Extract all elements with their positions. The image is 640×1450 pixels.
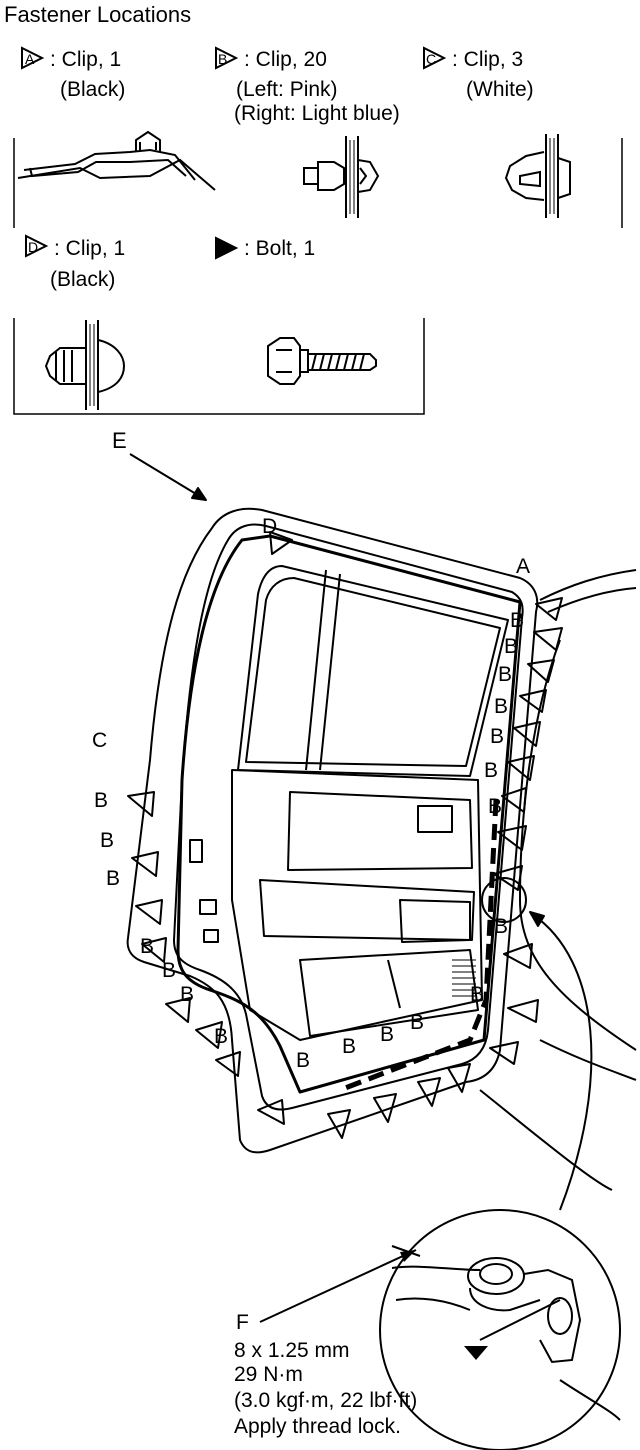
callout-b-6: B bbox=[180, 983, 195, 1006]
callout-c: C bbox=[92, 729, 108, 752]
clip-markers bbox=[127, 531, 563, 1139]
callout-b-16: B bbox=[490, 725, 505, 748]
callout-b-19: B bbox=[494, 915, 509, 938]
clip-a-illustration bbox=[17, 130, 216, 191]
clip-c-symbol: C bbox=[423, 46, 447, 70]
clip-d-label: : Clip, 1 bbox=[54, 237, 126, 260]
svg-text:D: D bbox=[28, 239, 38, 255]
bolt-torque-alt: (3.0 kgf·m, 22 lbf·ft) bbox=[234, 1389, 418, 1412]
callout-b-13: B bbox=[504, 635, 519, 658]
callout-b-5: B bbox=[162, 959, 177, 982]
callout-b-15: B bbox=[494, 695, 509, 718]
bolt-label: : Bolt, 1 bbox=[244, 237, 316, 260]
svg-text:C: C bbox=[426, 51, 436, 67]
clip-a-label: : Clip, 1 bbox=[50, 48, 122, 71]
callout-f: F bbox=[236, 1311, 249, 1334]
svg-text:A: A bbox=[25, 51, 35, 67]
callout-b-11: B bbox=[410, 1011, 425, 1034]
clip-a-color: (Black) bbox=[60, 78, 126, 101]
callout-b-3: B bbox=[106, 867, 121, 890]
clip-a-symbol: A bbox=[21, 46, 45, 70]
svg-text:B: B bbox=[218, 51, 227, 67]
clip-d-symbol: D bbox=[25, 234, 49, 258]
clip-d-color: (Black) bbox=[50, 268, 116, 291]
bolt-illustration bbox=[267, 337, 377, 385]
bolt-symbol bbox=[215, 236, 239, 260]
callout-b-2: B bbox=[100, 829, 115, 852]
clip-b-color-left: (Left: Pink) bbox=[236, 78, 338, 101]
callout-b-8: B bbox=[296, 1049, 311, 1072]
callout-b-4: B bbox=[140, 935, 155, 958]
callout-a: A bbox=[516, 555, 531, 578]
clip-b-color-right: (Right: Light blue) bbox=[234, 102, 400, 125]
bolt-zoom-view bbox=[379, 1209, 621, 1450]
callout-b-1: B bbox=[94, 789, 109, 812]
clip-b-illustration bbox=[303, 136, 380, 218]
callout-b-14: B bbox=[498, 663, 513, 686]
callout-b-18: B bbox=[488, 795, 503, 818]
legend-symbols: A B C D bbox=[13, 46, 623, 415]
callout-b-7: B bbox=[214, 1025, 229, 1048]
clip-b-symbol: B bbox=[215, 46, 239, 70]
callout-d: D bbox=[262, 515, 278, 538]
callout-e: E bbox=[112, 428, 127, 453]
clip-b-label: : Clip, 20 bbox=[244, 48, 327, 71]
clip-c-color: (White) bbox=[466, 78, 534, 101]
thread-lock-note: Apply thread lock. bbox=[234, 1415, 401, 1438]
bolt-torque-nm: 29 N·m bbox=[234, 1363, 303, 1386]
clip-c-illustration bbox=[504, 134, 571, 218]
callout-b-10: B bbox=[380, 1023, 395, 1046]
callout-b-12: B bbox=[510, 609, 525, 632]
callout-b-9: B bbox=[342, 1035, 357, 1058]
clip-c-label: : Clip, 3 bbox=[452, 48, 524, 71]
diagram-title: Fastener Locations bbox=[4, 2, 192, 27]
callout-b-20: B bbox=[470, 983, 485, 1006]
bolt-size: 8 x 1.25 mm bbox=[234, 1339, 350, 1362]
callout-b-17: B bbox=[484, 759, 499, 782]
clip-d-illustration bbox=[44, 320, 126, 410]
